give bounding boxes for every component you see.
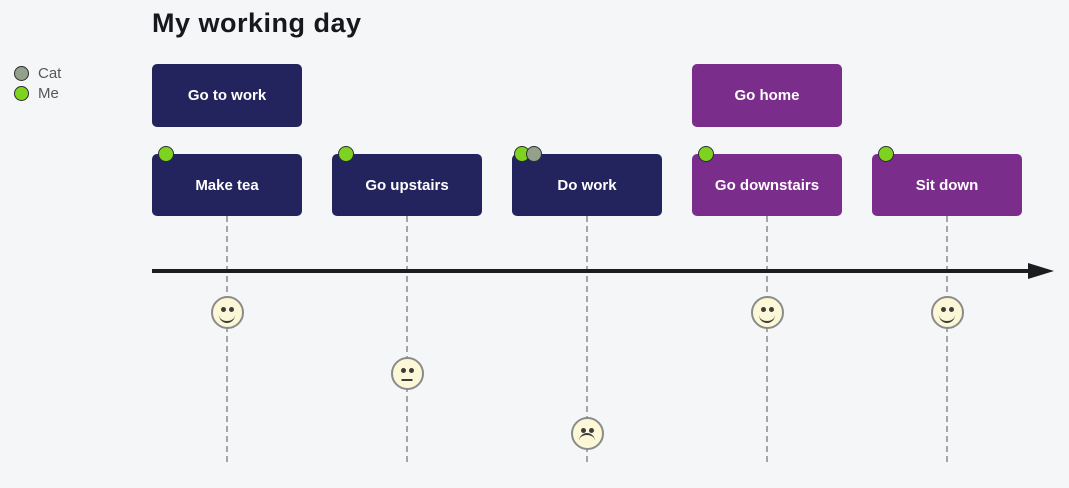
dropline-go-downstairs [766,216,768,462]
legend-label: Cat [38,64,62,82]
section-box-go-home: Go home [692,64,842,127]
timeline-arrowhead-icon [1028,263,1054,279]
face-happy-icon [750,295,784,329]
face-mouth [939,315,955,323]
diagram-title: My working day [152,8,362,38]
face-happy-icon [210,295,244,329]
face-mouth [219,315,235,323]
timeline-axis [152,269,1030,273]
actor-dot-me [338,146,354,162]
task-box-do-work: Do work [512,154,662,216]
actor-dot-me [158,146,174,162]
legend-dot-icon [14,65,29,81]
face-neutral-icon [390,356,424,390]
task-box-make-tea: Make tea [152,154,302,216]
task-label: Make tea [195,176,259,194]
section-label: Go to work [187,87,267,104]
face-mouth [579,432,595,442]
dropline-do-work [586,216,588,462]
task-label: Sit down [915,176,979,194]
face-eye [948,306,954,312]
face-eye [408,367,414,373]
face-eye [228,306,234,312]
task-box-sit-down: Sit down [872,154,1022,216]
section-label: Go home [734,87,800,104]
face-eye [940,306,946,312]
task-label: Do work [557,176,617,194]
actor-dot-me [698,146,714,162]
face-eye [760,306,766,312]
face-eye [400,367,406,373]
legend-item-cat: Cat [14,63,61,83]
face-eye [580,427,586,433]
task-box-go-upstairs: Go upstairs [332,154,482,216]
face-happy-icon [930,295,964,329]
actor-dot-cat [526,146,542,162]
task-box-go-downstairs: Go downstairs [692,154,842,216]
dropline-go-upstairs [406,216,408,462]
face-eye [768,306,774,312]
legend-dot-icon [14,85,29,101]
face-eye [220,306,226,312]
dropline-sit-down [946,216,948,462]
legend-label: Me [38,84,59,102]
task-label: Go upstairs [365,176,449,194]
face-mouth [759,315,775,323]
face-sad-icon [570,416,604,450]
legend-item-me: Me [14,83,61,103]
section-box-go-to-work: Go to work [152,64,302,127]
actor-dot-me [878,146,894,162]
task-label: Go downstairs [714,176,820,194]
face-mouth [401,378,413,381]
face-eye [588,427,594,433]
dropline-make-tea [226,216,228,462]
